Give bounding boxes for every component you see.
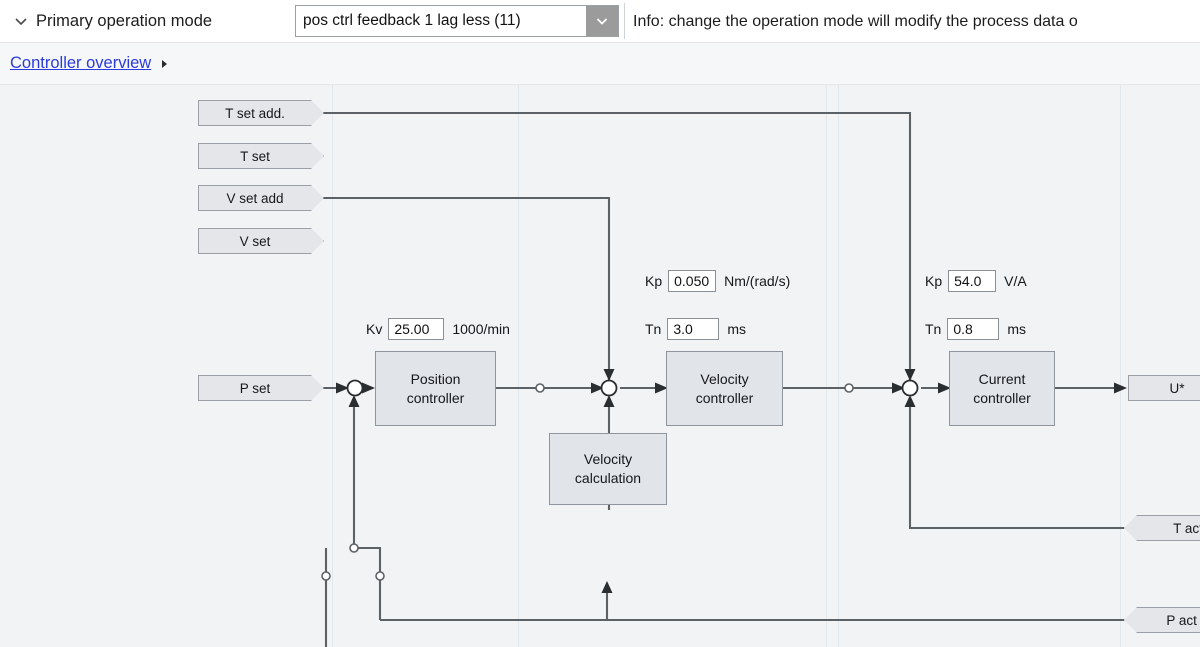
param-unit: 1000/min	[452, 321, 510, 337]
controller-diagram-canvas[interactable]: T set add. T set V set add V set P set K…	[0, 85, 1200, 647]
breadcrumb: Controller overview	[0, 43, 1200, 85]
info-message: Info: change the operation mode will mod…	[633, 12, 1078, 30]
summing-junction	[346, 379, 364, 397]
tag-label: T set	[240, 148, 270, 164]
param-value-input[interactable]: 3.0	[667, 318, 720, 340]
block-position-controller[interactable]: Position controller	[375, 351, 496, 426]
signal-tag-v-set[interactable]: V set	[198, 228, 324, 254]
param-value-input[interactable]: 54.0	[948, 270, 997, 292]
param-unit: V/A	[1004, 273, 1027, 289]
operation-mode-label: Primary operation mode	[36, 11, 213, 30]
block-label-line1: Position	[410, 370, 461, 387]
summing-junction	[901, 379, 919, 397]
operation-mode-value: pos ctrl feedback 1 lag less (11)	[303, 12, 521, 29]
param-value-input[interactable]: 25.00	[388, 318, 445, 340]
block-label-line1: Velocity	[700, 370, 749, 387]
block-current-controller[interactable]: Current controller	[949, 351, 1055, 426]
lane-separator	[1120, 85, 1121, 647]
param-value-input[interactable]: 0.8	[947, 318, 1000, 340]
tag-label: T set add.	[225, 105, 285, 121]
block-velocity-calculation[interactable]: Velocity calculation	[549, 433, 667, 505]
tag-label: V set add	[226, 190, 284, 206]
param-name: Kv	[366, 321, 383, 337]
signal-tag-t-act[interactable]: T act	[1124, 515, 1200, 541]
param-name: Kp	[925, 273, 943, 289]
param-tn-velocity[interactable]: Tn 3.0 ms	[645, 318, 746, 340]
block-label-line2: controller	[695, 389, 754, 406]
tag-label: P act P	[1166, 612, 1200, 628]
block-label-line2: calculation	[574, 470, 642, 486]
param-unit: Nm/(rad/s)	[724, 273, 791, 289]
param-kp-current[interactable]: Kp 54.0 V/A	[925, 270, 1027, 292]
lane-separator	[838, 85, 839, 647]
signal-tag-v-set-add[interactable]: V set add	[198, 185, 324, 211]
tag-label: V set	[239, 233, 271, 249]
lane-separator	[826, 85, 827, 647]
top-toolbar: Primary operation mode pos ctrl feedback…	[0, 0, 1200, 43]
param-kp-velocity[interactable]: Kp 0.050 Nm/(rad/s)	[645, 270, 790, 292]
param-name: Kp	[645, 273, 663, 289]
block-label-line1: Velocity	[583, 451, 633, 468]
chevron-down-icon[interactable]	[586, 6, 618, 36]
block-label-line2: controller	[973, 389, 1031, 406]
param-tn-current[interactable]: Tn 0.8 ms	[925, 318, 1026, 340]
lane-separator	[518, 85, 519, 647]
tag-label: U*	[1169, 380, 1185, 396]
breadcrumb-item-controller-overview[interactable]: Controller overview	[10, 54, 152, 72]
signal-tag-u-star[interactable]: U*	[1128, 375, 1200, 401]
toolbar-divider	[624, 3, 625, 39]
block-velocity-controller[interactable]: Velocity controller	[666, 351, 783, 426]
param-unit: ms	[1007, 321, 1027, 337]
triangle-right-icon	[160, 58, 170, 70]
param-name: Tn	[645, 321, 662, 337]
operation-mode-select[interactable]: pos ctrl feedback 1 lag less (11)	[295, 5, 619, 37]
param-unit: ms	[727, 321, 747, 337]
signal-tag-t-set[interactable]: T set	[198, 143, 324, 169]
signal-tag-p-set[interactable]: P set	[198, 375, 324, 401]
tag-label: P set	[239, 380, 271, 396]
summing-junction	[600, 379, 618, 397]
collapse-section-icon[interactable]	[8, 13, 34, 29]
block-label-line1: Current	[978, 370, 1026, 387]
param-value-input[interactable]: 0.050	[668, 270, 717, 292]
param-kv[interactable]: Kv 25.00 1000/min	[366, 318, 510, 340]
lane-separator	[332, 85, 333, 647]
block-label-line2: controller	[406, 389, 465, 406]
param-name: Tn	[925, 321, 942, 337]
signal-tag-t-set-add[interactable]: T set add.	[198, 100, 324, 126]
tag-label: T act	[1173, 520, 1200, 536]
signal-tag-p-act-p-1[interactable]: P act P	[1124, 607, 1200, 633]
